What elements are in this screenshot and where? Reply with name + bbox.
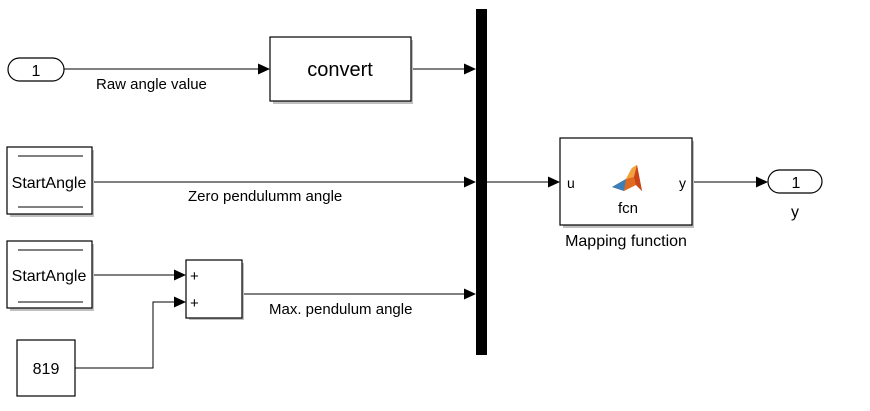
start-angle-label-1: StartAngle: [12, 175, 87, 192]
constant-819[interactable]: 819: [16, 339, 76, 397]
mapping-in-port: u: [567, 175, 575, 191]
mapping-function-block[interactable]: u y fcn: [559, 137, 694, 228]
wire-arrow: [258, 63, 270, 75]
mapping-function-name: fcn: [618, 200, 638, 217]
mux-block[interactable]: [476, 9, 487, 355]
outport-name: y: [791, 204, 799, 221]
signal-label-raw-angle: Raw angle value: [96, 76, 207, 93]
signal-label-max-angle: Max. pendulum angle: [269, 301, 412, 318]
sum-sign-2: +: [190, 295, 199, 312]
outport-block[interactable]: 1: [767, 169, 823, 194]
wire-819-sum[interactable]: [75, 301, 178, 369]
wire-arrow: [464, 288, 476, 300]
mapping-function-caption: Mapping function: [565, 233, 687, 250]
inport-number: 1: [32, 63, 41, 80]
start-angle-constant-2[interactable]: StartAngle: [6, 240, 94, 311]
wire-arrow: [174, 296, 186, 308]
wire-arrow: [464, 176, 476, 188]
wire-arrow: [756, 176, 768, 188]
wire-arrow: [548, 176, 560, 188]
sum-block[interactable]: + +: [185, 259, 244, 320]
wires: [64, 63, 768, 369]
outport-number: 1: [792, 175, 801, 192]
sum-sign-1: +: [190, 268, 199, 285]
start-angle-constant-1[interactable]: StartAngle: [6, 146, 94, 217]
matlab-logo-icon: [612, 165, 642, 191]
start-angle-label-2: StartAngle: [12, 268, 87, 285]
convert-block[interactable]: convert: [269, 36, 413, 104]
convert-label: convert: [307, 59, 373, 81]
constant-819-label: 819: [33, 361, 60, 378]
signal-label-zero-angle: Zero pendulumm angle: [188, 188, 342, 205]
wire-arrow: [464, 63, 476, 75]
mapping-out-port: y: [679, 175, 686, 191]
wire-arrow: [174, 269, 186, 281]
inport-block[interactable]: 1: [7, 57, 65, 82]
